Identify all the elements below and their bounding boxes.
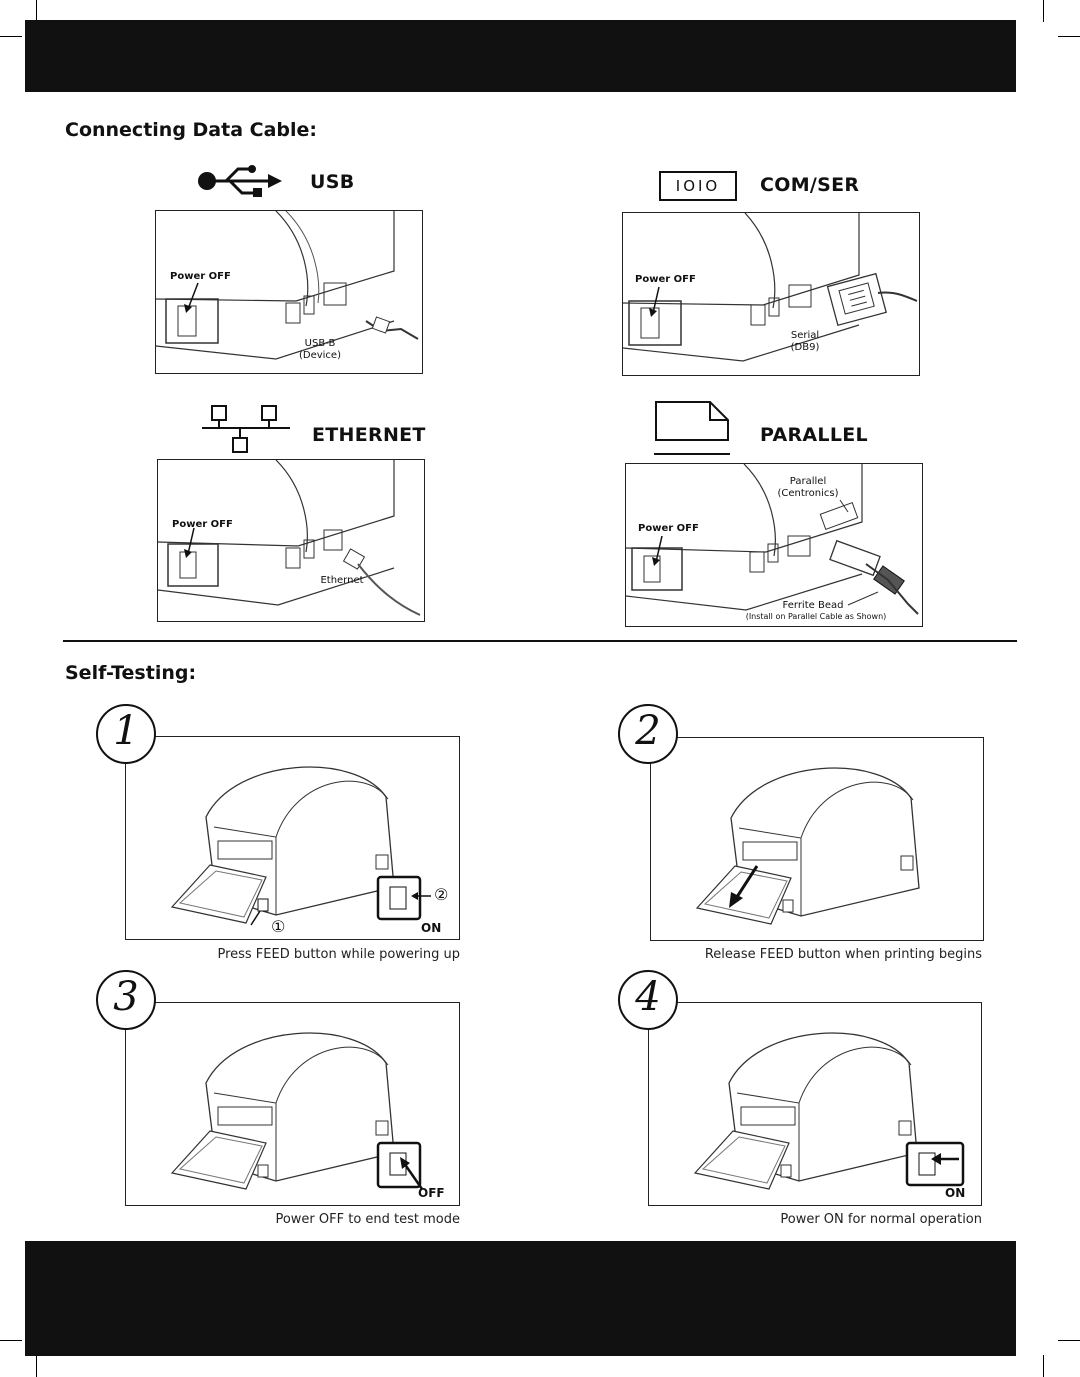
serial-ioio-icon: IOIO bbox=[659, 171, 737, 201]
crop-mark bbox=[1043, 0, 1044, 22]
step-2-circle bbox=[618, 704, 678, 764]
printer-front-illustration bbox=[695, 767, 920, 925]
usb-port-label: USB-B (Device) bbox=[298, 338, 341, 361]
crop-mark bbox=[1058, 1340, 1080, 1341]
crop-mark bbox=[36, 1355, 37, 1377]
step-3-caption: Power OFF to end test mode bbox=[275, 1212, 460, 1227]
printer-rear-illustration bbox=[623, 213, 918, 362]
step-4-panel: ON bbox=[648, 1002, 982, 1206]
section-divider bbox=[63, 640, 1017, 642]
printer-front-illustration bbox=[693, 1032, 965, 1190]
printer-rear-illustration bbox=[158, 460, 421, 616]
power-off-label: Power OFF bbox=[635, 274, 696, 285]
printer-front-illustration bbox=[170, 1032, 424, 1190]
network-icon bbox=[202, 405, 290, 453]
com-ser-title: COM/SER bbox=[760, 174, 860, 196]
step-4-circle bbox=[618, 970, 678, 1030]
step-4-number: 4 bbox=[635, 974, 661, 1020]
self-testing-title: Self-Testing: bbox=[65, 662, 197, 684]
crop-mark bbox=[1058, 36, 1080, 37]
power-off-label: Power OFF bbox=[172, 519, 233, 530]
ferrite-bead-label: Ferrite Bead bbox=[782, 600, 844, 611]
usb-diagram: Power OFF USB-B (Device) bbox=[155, 210, 423, 374]
ethernet-port-label: Ethernet bbox=[320, 575, 364, 586]
parallel-doc-icon bbox=[654, 401, 730, 455]
printer-rear-illustration bbox=[156, 211, 419, 360]
parallel-title: PARALLEL bbox=[760, 424, 868, 446]
step-2-caption: Release FEED button when printing begins bbox=[704, 947, 982, 962]
ferrite-note: (Install on Parallel Cable as Shown) bbox=[745, 612, 887, 621]
switch-state-label: ON bbox=[421, 921, 442, 935]
usb-title: USB bbox=[310, 171, 355, 193]
usb-icon bbox=[198, 165, 282, 197]
feed-marker-1: ① bbox=[271, 917, 286, 936]
step-2-panel bbox=[650, 737, 984, 941]
step-1-caption: Press FEED button while powering up bbox=[217, 947, 460, 962]
com-diagram: Power OFF Serial (DB9) bbox=[622, 212, 920, 376]
step-4-caption: Power ON for normal operation bbox=[780, 1212, 982, 1227]
serial-port-label: Serial (DB9) bbox=[790, 330, 820, 353]
printer-rear-illustration bbox=[626, 464, 919, 615]
power-off-label: Power OFF bbox=[638, 523, 699, 534]
step-1-number: 1 bbox=[113, 708, 139, 754]
parallel-port-label: Parallel (Centronics) bbox=[777, 476, 839, 499]
step-3-panel: OFF bbox=[125, 1002, 460, 1206]
printer-front-illustration bbox=[170, 766, 431, 926]
crop-mark bbox=[1043, 1355, 1044, 1377]
crop-mark bbox=[36, 0, 37, 22]
step-3-number: 3 bbox=[113, 974, 139, 1020]
step-2-number: 2 bbox=[635, 708, 661, 754]
crop-mark bbox=[0, 1340, 22, 1341]
footer-bar bbox=[25, 1241, 1016, 1356]
switch-state-label: ON bbox=[945, 1186, 966, 1200]
power-marker-2: ② bbox=[434, 885, 449, 904]
power-off-label: Power OFF bbox=[170, 271, 231, 282]
header-bar bbox=[25, 20, 1016, 92]
crop-mark bbox=[0, 36, 22, 37]
connecting-data-cable-title: Connecting Data Cable: bbox=[65, 119, 318, 141]
parallel-diagram: Parallel (Centronics) Power OFF Ferrite … bbox=[625, 463, 923, 627]
ethernet-diagram: Power OFF Ethernet bbox=[157, 459, 425, 622]
switch-state-label: OFF bbox=[418, 1186, 445, 1200]
step-3-circle bbox=[96, 970, 156, 1030]
ethernet-title: ETHERNET bbox=[312, 424, 426, 446]
step-1-circle bbox=[96, 704, 156, 764]
step-1-panel: ① ② ON bbox=[125, 736, 460, 940]
